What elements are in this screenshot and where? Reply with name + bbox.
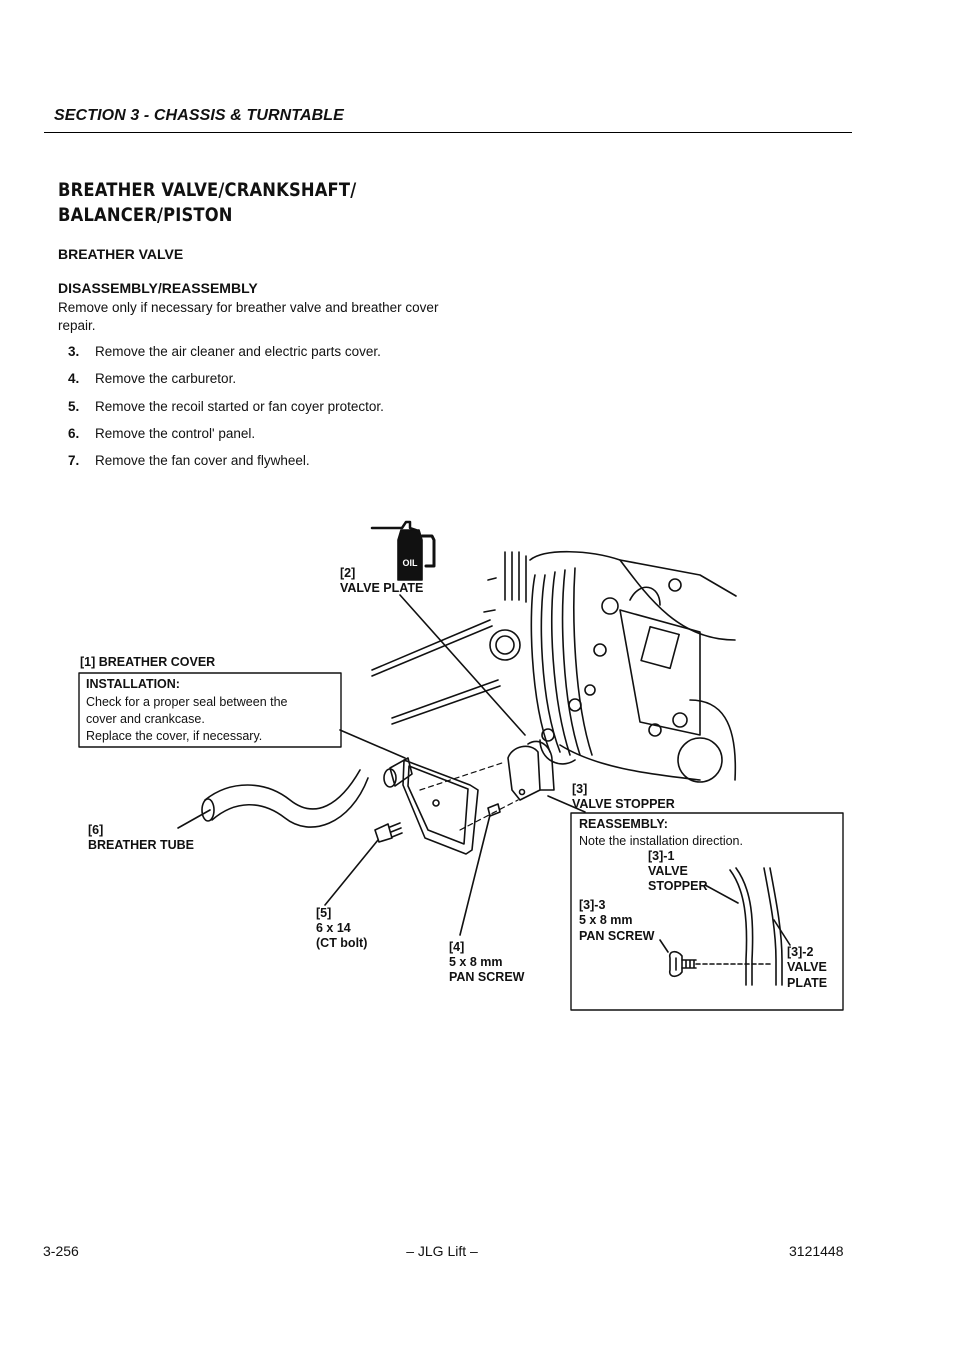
installation-line-3: Replace the cover, if necessary.	[86, 729, 262, 743]
installation-line-1: Check for a proper seal between the	[86, 695, 288, 709]
step-number: 7.	[68, 453, 80, 469]
detail-screw-label: PAN SCREW	[579, 929, 655, 943]
reassembly-title: REASSEMBLY:	[579, 817, 668, 831]
step-item: 4. Remove the carburetor.	[58, 371, 478, 398]
detail-plate-ref: [3]-2	[787, 945, 813, 959]
detail-plate-line-2: PLATE	[787, 976, 827, 990]
detail-screw-ref: [3]-3	[579, 898, 605, 912]
installation-line-2: cover and crankcase.	[86, 712, 205, 726]
valve-stopper-ref: [3]	[572, 782, 587, 796]
breather-cover-part	[383, 757, 479, 855]
leader-valve-plate	[399, 594, 526, 736]
step-text: Remove the control' panel.	[95, 425, 256, 441]
detail-stopper-line-2: STOPPER	[648, 879, 708, 893]
valve-plate-ref: [2]	[340, 566, 355, 580]
valve-plate-detail	[763, 867, 783, 986]
footer-doc-number: 3121448	[789, 1243, 844, 1259]
header-rule	[44, 132, 852, 133]
footer-page-number: 3-256	[43, 1243, 79, 1259]
procedure-heading: DISASSEMBLY/REASSEMBLY	[58, 280, 258, 296]
pan-screw-label: PAN SCREW	[449, 970, 525, 984]
valve-plate-label: VALVE PLATE	[340, 581, 423, 595]
breather-cover-label: [1] BREATHER COVER	[80, 655, 215, 669]
procedure-steps: 3. Remove the air cleaner and electric pa…	[58, 344, 478, 480]
procedure-intro: Remove only if necessary for breather va…	[58, 300, 439, 333]
step-text: Remove the carburetor.	[95, 371, 237, 387]
ct-bolt-ref: [5]	[316, 906, 331, 920]
leader-breather-tube	[177, 809, 211, 829]
breather-tube-part	[201, 769, 369, 828]
page-title: BREATHER VALVE/CRANKSHAFT/ BALANCER/PIST…	[58, 178, 419, 228]
pan-screw-detail	[668, 950, 771, 978]
breather-valve-diagram: OIL [2] VALVE PLATE [1] BREATHER COVER I…	[78, 520, 844, 1011]
step-text: Remove the recoil started or fan coyer p…	[95, 398, 384, 414]
step-number: 5.	[68, 398, 80, 414]
ct-bolt-label: (CT bolt)	[316, 936, 367, 950]
breather-tube-label: BREATHER TUBE	[88, 838, 194, 852]
reassembly-box	[570, 812, 844, 1011]
step-item: 6. Remove the control' panel.	[58, 426, 478, 453]
leader-ct-bolt	[324, 839, 379, 906]
step-text: Remove the fan cover and flywheel.	[95, 453, 310, 469]
section-header: SECTION 3 - CHASSIS & TURNTABLE	[54, 107, 344, 124]
installation-title: INSTALLATION:	[86, 677, 180, 691]
page-title-line-1: BREATHER VALVE/CRANKSHAFT/	[58, 179, 357, 201]
valve-stopper-label: VALVE STOPPER	[572, 797, 675, 811]
pan-screw-part	[487, 803, 501, 817]
step-number: 4.	[68, 371, 80, 387]
long-stud-lower	[391, 679, 501, 725]
oil-can-icon	[370, 520, 436, 581]
step-item: 3. Remove the air cleaner and electric pa…	[58, 344, 478, 371]
detail-leaders	[659, 884, 791, 953]
detail-screw-size: 5 x 8 mm	[579, 913, 633, 927]
valve-stopper-detail	[729, 867, 754, 986]
step-item: 7. Remove the fan cover and flywheel.	[58, 453, 478, 480]
oil-label: OIL	[403, 558, 419, 568]
leader-breather-cover	[339, 729, 406, 759]
leader-pan-screw	[459, 814, 491, 936]
installation-box	[78, 672, 342, 748]
step-item: 5. Remove the recoil started or fan coyer…	[58, 399, 478, 426]
detail-stopper-line-1: VALVE	[648, 864, 688, 878]
ct-bolt-size: 6 x 14	[316, 921, 351, 935]
pan-screw-size: 5 x 8 mm	[449, 955, 503, 969]
leader-valve-stopper	[547, 795, 586, 813]
footer-publisher: – JLG Lift –	[406, 1243, 478, 1259]
step-number: 3.	[68, 344, 80, 359]
valve-stopper-part	[507, 740, 555, 801]
step-number: 6.	[68, 425, 80, 441]
page-title-line-2: BALANCER/PISTON	[58, 204, 233, 226]
reassembly-note: Note the installation direction.	[579, 834, 743, 848]
pan-screw-ref: [4]	[449, 940, 464, 954]
breather-tube-ref: [6]	[88, 823, 103, 837]
long-stud-upper	[371, 619, 493, 677]
detail-plate-line-1: VALVE	[787, 960, 827, 974]
detail-stopper-ref: [3]-1	[648, 849, 674, 863]
subheading: BREATHER VALVE	[58, 246, 184, 262]
ct-bolt-part	[374, 822, 403, 843]
step-text: Remove the air cleaner and electric part…	[95, 344, 381, 359]
